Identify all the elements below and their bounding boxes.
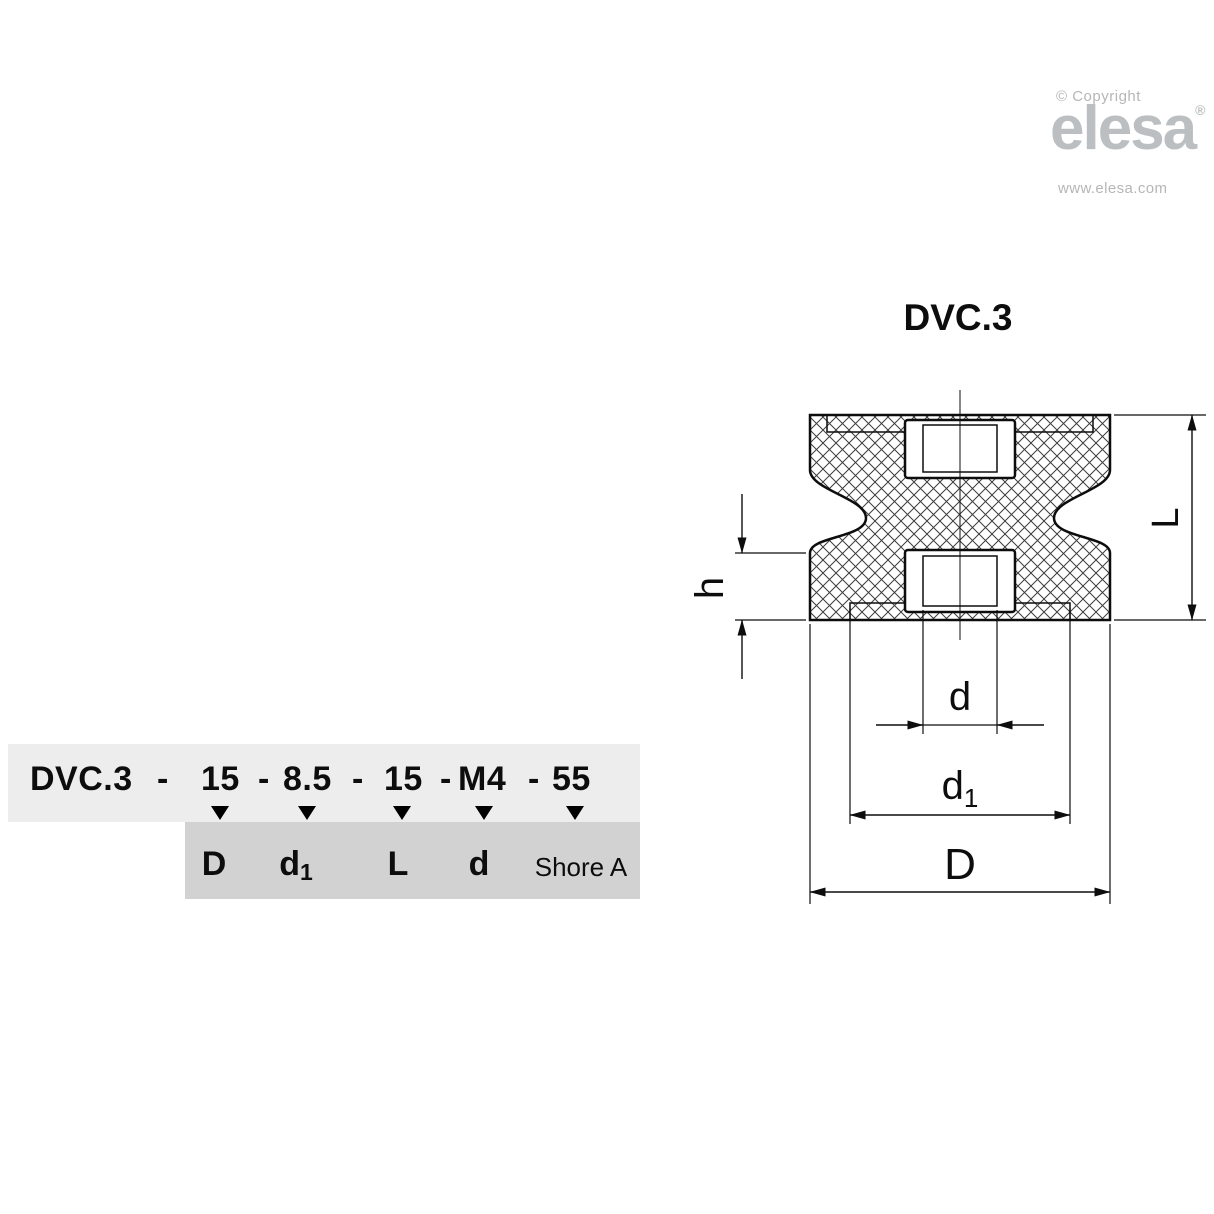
mapping-arrow-icon xyxy=(298,806,316,820)
param-label-d: d xyxy=(468,845,490,883)
dim-L xyxy=(1114,414,1206,621)
dim-h xyxy=(735,494,806,679)
code-part-d1: 8.5 xyxy=(283,760,332,798)
code-separator: - xyxy=(352,760,364,798)
param-label-d1-sub: 1 xyxy=(299,859,313,885)
code-part-L: 15 xyxy=(384,760,423,798)
drawing-title: DVC.3 xyxy=(903,297,1013,338)
dim-d1 xyxy=(849,608,1071,824)
dim-label-D: D xyxy=(944,840,976,889)
param-label-d1: d1 xyxy=(279,845,313,886)
elesa-logo-text: elesa xyxy=(1050,94,1197,163)
dim-label-d: d xyxy=(949,675,971,719)
param-label-D: D xyxy=(201,845,227,883)
param-label-L: L xyxy=(387,845,409,883)
dim-label-d1-base: d xyxy=(942,764,964,808)
param-label-d1-base: d xyxy=(279,845,300,883)
dim-label-d1-sub: 1 xyxy=(964,783,978,813)
mapping-arrow-icon xyxy=(393,806,411,820)
param-label-shore-a: Shore A xyxy=(534,852,628,882)
technical-drawing: L h d d1 D xyxy=(688,390,1206,904)
elesa-logo: elesa® xyxy=(1050,98,1205,160)
website-text: www.elesa.com xyxy=(1058,180,1168,197)
dim-label-h: h xyxy=(688,577,732,599)
mapping-arrow-icon xyxy=(566,806,584,820)
code-part-d: M4 xyxy=(458,760,507,798)
copyright-text: © Copyright xyxy=(1056,88,1141,105)
dim-label-d1: d1 xyxy=(942,764,979,813)
code-separator: - xyxy=(157,760,169,798)
code-part-D: 15 xyxy=(201,760,240,798)
ordering-labels-bar xyxy=(185,822,640,899)
registered-mark-icon: ® xyxy=(1195,102,1206,118)
code-separator: - xyxy=(258,760,270,798)
code-part-shore: 55 xyxy=(552,760,591,798)
code-part-series: DVC.3 xyxy=(30,760,133,798)
dim-D xyxy=(809,624,1111,904)
code-separator: - xyxy=(528,760,540,798)
mapping-arrow-icon xyxy=(211,806,229,820)
code-separator: - xyxy=(440,760,452,798)
mapping-arrow-icon xyxy=(475,806,493,820)
dim-d xyxy=(876,610,1044,734)
ordering-code-bar xyxy=(8,744,640,822)
dim-label-L: L xyxy=(1145,507,1187,528)
